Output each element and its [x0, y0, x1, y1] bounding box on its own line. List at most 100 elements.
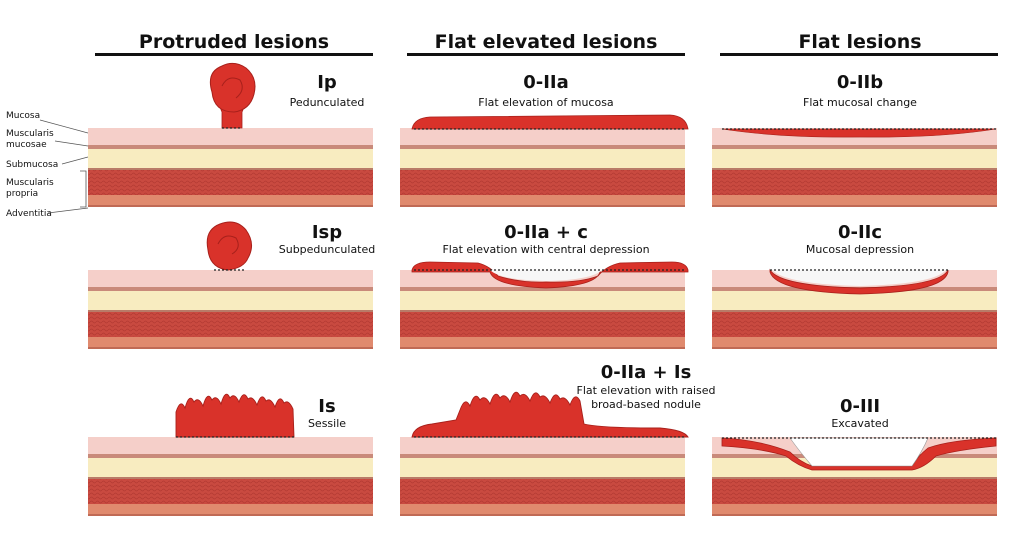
header-rule: [95, 53, 373, 56]
lesion-0-iii: [721, 437, 997, 471]
lesion-ip: [209, 62, 256, 129]
layer-divider: [88, 168, 373, 170]
muscularis-mucosae-layer: [88, 145, 373, 149]
strip-bottom-edge: [88, 514, 373, 516]
layer-divider: [88, 310, 373, 312]
lesion-head: [209, 62, 256, 113]
submucosa-layer: [88, 291, 373, 310]
adventitia-layer: [88, 337, 373, 347]
lesion-sessile: [175, 393, 295, 438]
desc-is: Sessile: [308, 417, 346, 430]
layer-divider: [712, 477, 997, 479]
code-ip: Ip: [317, 72, 337, 93]
layer-divider: [712, 168, 997, 170]
desc-0-iii: Excavated: [831, 417, 888, 430]
mucosa-layer: [88, 128, 373, 145]
desc-ip: Pedunculated: [290, 96, 365, 109]
muscularis-propria-layer: [400, 170, 685, 195]
muscularis-propria-layer: [88, 170, 373, 195]
lesion-head: [206, 221, 252, 271]
submucosa-layer: [712, 291, 997, 310]
adventitia-layer: [88, 195, 373, 205]
desc-0-iia-is-2: broad-based nodule: [591, 398, 701, 411]
tissue-strip: [88, 437, 373, 516]
desc-0-iib: Flat mucosal change: [803, 96, 917, 109]
submucosa-layer: [400, 291, 685, 310]
strip-bottom-edge: [88, 205, 373, 207]
desc-isp: Subpedunculated: [279, 243, 376, 256]
tissue-strip: [88, 128, 373, 207]
tissue-strip: [88, 270, 373, 349]
header-protruded-lesions: Protruded lesions: [139, 31, 329, 53]
label-muscularis-propria-1: Muscularis: [6, 178, 54, 188]
lesion-mucosal-depression: [769, 268, 949, 295]
lesion-excavation-rim: [721, 437, 997, 471]
tissue-strip: [400, 270, 685, 349]
bracket: [80, 170, 87, 208]
header-flat-elevated-lesions: Flat elevated lesions: [435, 31, 658, 53]
muscularis-propria-layer: [88, 479, 373, 504]
lesion-is: [175, 393, 295, 438]
header-rule: [407, 53, 685, 56]
tissue-strip: [400, 128, 685, 207]
leader-line: [54, 140, 89, 147]
strip-bottom-edge: [712, 347, 997, 349]
label-mucosa: Mucosa: [6, 111, 40, 121]
leader-line: [61, 156, 89, 165]
adventitia-layer: [712, 504, 997, 514]
mucosa-layer: [400, 128, 685, 145]
adventitia-layer: [400, 337, 685, 347]
layer-divider: [712, 310, 997, 312]
code-isp: Isp: [312, 222, 342, 243]
desc-0-iic: Mucosal depression: [806, 243, 914, 256]
strip-bottom-edge: [400, 514, 685, 516]
label-submucosa: Submucosa: [6, 160, 58, 170]
muscularis-propria-layer: [712, 479, 997, 504]
submucosa-layer: [712, 149, 997, 168]
muscularis-propria-layer: [400, 312, 685, 337]
code-is: Is: [318, 396, 335, 417]
muscularis-mucosae-layer: [88, 454, 373, 458]
adventitia-layer: [400, 504, 685, 514]
muscularis-mucosae-layer: [400, 145, 685, 149]
leader-line: [47, 207, 89, 214]
lesion-texture: [217, 235, 239, 255]
mucosa-layer: [400, 437, 685, 454]
lesion-labels: Ip Pedunculated 0-IIa Flat elevation of …: [279, 72, 917, 430]
adventitia-layer: [400, 195, 685, 205]
layer-divider: [400, 168, 685, 170]
muscularis-propria-layer: [88, 312, 373, 337]
tissue-strip: [400, 437, 685, 516]
mucosa-layer: [88, 270, 373, 287]
column-header-protruded: Protruded lesions: [95, 31, 373, 56]
lesion-flat-change: [721, 128, 997, 138]
depression-surface: [772, 270, 946, 286]
muscularis-mucosae-layer: [400, 454, 685, 458]
layer-divider: [88, 477, 373, 479]
strip-bottom-edge: [88, 347, 373, 349]
muscularis-mucosae-layer: [88, 287, 373, 291]
lesion-texture: [221, 77, 243, 99]
column-header-flat-elevated: Flat elevated lesions: [407, 31, 685, 56]
desc-0-iia-is-1: Flat elevation with raised: [577, 384, 716, 397]
column-header-flat: Flat lesions: [720, 31, 998, 56]
strip-bottom-edge: [712, 205, 997, 207]
strip-bottom-edge: [712, 514, 997, 516]
header-flat-lesions: Flat lesions: [798, 31, 921, 53]
submucosa-layer: [400, 458, 685, 477]
code-0-iia-is: 0-IIa + Is: [601, 362, 692, 383]
lesion-0-iic: [769, 268, 949, 295]
submucosa-layer: [88, 149, 373, 168]
lesion-isp: [206, 221, 252, 271]
excavated-crater: [789, 437, 929, 467]
mucosa-layer: [88, 437, 373, 454]
muscularis-propria-layer: [712, 170, 997, 195]
adventitia-layer: [712, 195, 997, 205]
submucosa-layer: [400, 149, 685, 168]
strip-bottom-edge: [400, 347, 685, 349]
central-depression: [490, 270, 602, 281]
lesion-shapes: [175, 62, 997, 471]
label-muscularis-mucosae-2: mucosae: [6, 140, 47, 150]
code-0-iii: 0-III: [840, 396, 880, 417]
